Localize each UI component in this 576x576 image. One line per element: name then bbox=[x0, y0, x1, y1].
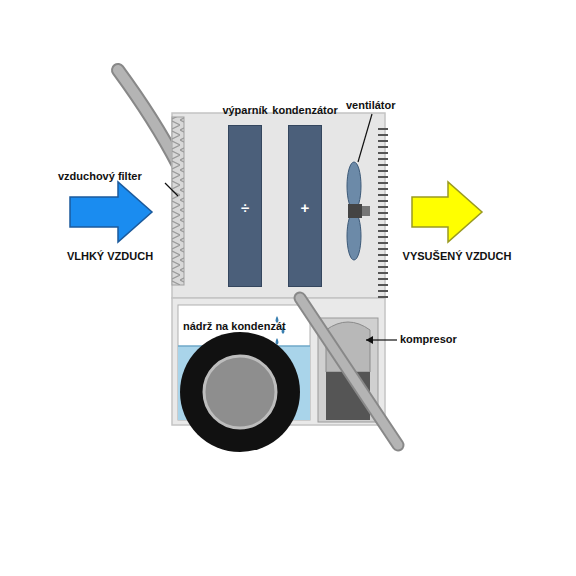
flow-label: VYSUŠENÝ VZDUCH bbox=[392, 250, 522, 263]
part-label: vzduchový filter bbox=[58, 170, 170, 183]
leg bbox=[300, 298, 398, 445]
wheel-hub bbox=[204, 356, 276, 428]
air-filter-pleats bbox=[172, 117, 184, 285]
fan-motor bbox=[362, 206, 370, 216]
tank-label-area: nádrž na kondenzát bbox=[183, 320, 295, 344]
condenser-panel: kondenzátor+ bbox=[288, 125, 322, 287]
polarity-sign: + bbox=[289, 200, 321, 216]
part-heading: kondenzátor bbox=[272, 104, 337, 116]
flow-label: VLHKÝ VZDUCH bbox=[50, 250, 170, 263]
leg-inner bbox=[300, 298, 398, 445]
leader-line bbox=[358, 114, 372, 162]
part-label: nádrž na kondenzát bbox=[183, 320, 295, 333]
fan-blade bbox=[347, 162, 361, 210]
fan-hub bbox=[348, 204, 362, 218]
housing-upper bbox=[172, 113, 385, 298]
part-label: kompresor bbox=[400, 333, 480, 346]
fan-blade bbox=[347, 212, 361, 260]
wheel bbox=[180, 332, 300, 452]
part-heading: výparník bbox=[222, 104, 267, 116]
leader-line bbox=[165, 183, 178, 196]
evaporator-panel: výparník÷ bbox=[228, 125, 262, 287]
handle-inner bbox=[118, 70, 178, 165]
dry-air-arrow bbox=[412, 182, 482, 242]
humid-air-arrow bbox=[70, 182, 152, 242]
air-filter bbox=[172, 117, 184, 285]
handle bbox=[118, 70, 178, 165]
part-label: ventilátor bbox=[346, 99, 416, 112]
leader-arrowhead bbox=[366, 336, 373, 344]
outlet-grille bbox=[378, 125, 388, 300]
water-drop bbox=[276, 338, 279, 345]
polarity-sign: ÷ bbox=[229, 200, 261, 216]
